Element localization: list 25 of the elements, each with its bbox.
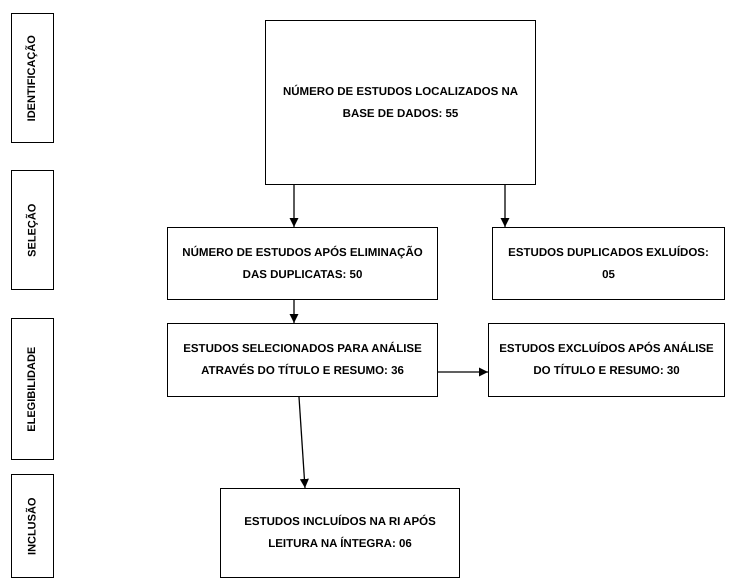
box-text: ESTUDOS SELECIONADOS PARA ANÁLISE ATRAVÉS DO TÍTULO E RESUMO: 36: [182, 340, 423, 379]
stage-box: [11, 318, 54, 460]
process-box: [220, 488, 460, 578]
stage-label: ELEGIBILIDADE: [25, 346, 40, 432]
box-text: ESTUDOS EXCLUÍDOS APÓS ANÁLISE DO TÍTULO E RESUMO: 30: [498, 340, 715, 379]
stage-box: [11, 474, 54, 578]
process-box: [265, 20, 536, 185]
box-text: ESTUDOS DUPLICADOS EXLUÍDOS: 05: [507, 244, 710, 282]
box-text: ESTUDOS INCLUÍDOS NA RI APÓS LEITURA NA ÍNTEGRA: 06: [243, 514, 437, 552]
process-box: [488, 323, 725, 397]
process-box: [167, 323, 438, 397]
box-text: NÚMERO DE ESTUDOS LOCALIZADOS NA BASE DE DADOS: 55: [282, 84, 520, 122]
box-text: NÚMERO DE ESTUDOS APÓS ELIMINAÇÃO DAS DUPLICATAS: 50: [181, 244, 424, 282]
process-box: [492, 227, 725, 300]
stage-label: SELEÇÃO: [24, 203, 40, 257]
arrow: [289, 300, 299, 323]
process-box: [167, 227, 438, 300]
stage-label: INCLUSÃO: [24, 497, 40, 555]
arrow: [298, 396, 309, 488]
arrow: [500, 185, 510, 227]
stage-label: IDENTIFICAÇÃO: [24, 34, 40, 122]
stage-box: [11, 170, 54, 290]
arrow: [438, 367, 488, 377]
arrow: [289, 185, 299, 227]
stage-box: [11, 13, 54, 143]
